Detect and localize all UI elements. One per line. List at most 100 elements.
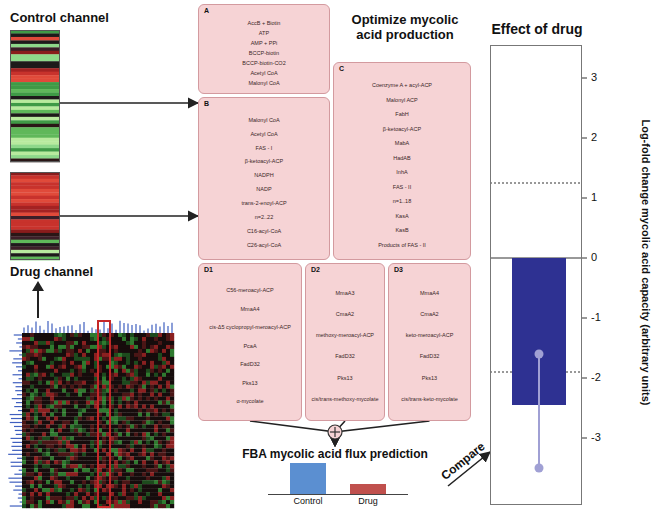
heatmap-cell <box>82 405 86 409</box>
heatmap-cell <box>46 377 50 381</box>
heatmap-cell <box>166 369 170 373</box>
heatmap-cell <box>154 353 158 357</box>
heatmap-cell <box>30 413 34 417</box>
heatmap-cell <box>70 345 74 349</box>
heatmap-cell <box>154 417 158 421</box>
heatmap-cell <box>102 424 106 428</box>
heatmap-cell <box>86 460 90 464</box>
dendrogram-branch <box>111 324 112 333</box>
heatmap-cell <box>22 432 26 436</box>
heatmap-cell <box>146 417 150 421</box>
heatmap-row <box>10 106 60 110</box>
heatmap-cell <box>54 385 58 389</box>
heatmap-cell <box>142 409 146 413</box>
heatmap-cell <box>58 464 62 468</box>
heatmap-cell <box>30 476 34 480</box>
dendrogram-branch <box>16 366 22 367</box>
heatmap-cell <box>134 432 138 436</box>
selection-arrow <box>37 289 39 318</box>
heatmap-row <box>10 134 60 138</box>
heatmap-cell <box>30 377 34 381</box>
heatmap-cell <box>122 357 126 361</box>
heatmap-cell <box>118 448 122 452</box>
heatmap-cell <box>158 500 162 504</box>
heatmap-cell <box>170 460 174 464</box>
heatmap-cell <box>54 432 58 436</box>
heatmap-cell <box>134 401 138 405</box>
heatmap-cell <box>42 500 46 504</box>
heatmap-cell <box>146 480 150 484</box>
heatmap-cell <box>82 373 86 377</box>
heatmap-cell <box>26 456 30 460</box>
heatmap-cell <box>158 353 162 357</box>
heatmap-cell <box>162 488 166 492</box>
heatmap-cell <box>62 413 66 417</box>
heatmap-cell <box>46 349 50 353</box>
heatmap-cell <box>30 353 34 357</box>
heatmap-cell <box>146 424 150 428</box>
heatmap-cell <box>138 357 142 361</box>
pathway-label: C26-acyl-CoA <box>247 242 281 248</box>
heatmap-cell <box>142 432 146 436</box>
pathway-label: n=2..22 <box>255 214 274 220</box>
heatmap-cell <box>102 417 106 421</box>
heatmap-cell <box>42 397 46 401</box>
heatmap-cell <box>86 345 90 349</box>
heatmap-cell <box>78 464 82 468</box>
heatmap-cell <box>46 496 50 500</box>
heatmap-cell <box>126 428 130 432</box>
heatmap-cell <box>150 389 154 393</box>
heatmap-cell <box>62 341 66 345</box>
heatmap-cell <box>74 472 78 476</box>
heatmap-row <box>10 189 60 193</box>
heatmap-cell <box>26 397 30 401</box>
heatmap-cell <box>142 440 146 444</box>
heatmap-cell <box>170 377 174 381</box>
heatmap-cell <box>70 389 74 393</box>
heatmap-cell <box>50 504 54 508</box>
dendrogram-branch <box>12 362 22 363</box>
tick-label: -1 <box>591 311 601 324</box>
dendrogram-branch <box>119 321 120 333</box>
heatmap-cell <box>150 432 154 436</box>
heatmap-cell <box>90 436 94 440</box>
heatmap-cell <box>38 480 42 484</box>
heatmap-cell <box>82 389 86 393</box>
heatmap-cell <box>102 393 106 397</box>
heatmap-cell <box>30 397 34 401</box>
heatmap-cell <box>142 357 146 361</box>
heatmap-cell <box>126 484 130 488</box>
heatmap-cell <box>130 401 134 405</box>
dendrogram-branch <box>87 331 88 333</box>
heatmap-row <box>10 209 60 213</box>
heatmap-cell <box>26 365 30 369</box>
heatmap-cell <box>118 464 122 468</box>
tick-label: -2 <box>591 371 601 384</box>
heatmap-cell <box>118 492 122 496</box>
heatmap-cell <box>154 472 158 476</box>
heatmap-row <box>10 89 60 93</box>
heatmap-cell <box>162 452 166 456</box>
heatmap-cell <box>46 353 50 357</box>
heatmap-cell <box>146 492 150 496</box>
heatmap-cell <box>86 349 90 353</box>
heatmap-cell <box>162 492 166 496</box>
heatmap-cell <box>114 373 118 377</box>
heatmap-cell <box>70 492 74 496</box>
range-dot <box>535 464 544 473</box>
heatmap-cell <box>150 345 154 349</box>
heatmap-cell <box>66 484 70 488</box>
heatmap-cell <box>82 488 86 492</box>
heatmap-cell <box>150 349 154 353</box>
heatmap-cell <box>130 349 134 353</box>
heatmap-cell <box>146 428 150 432</box>
heatmap-cell <box>138 496 142 500</box>
heatmap-cell <box>158 464 162 468</box>
heatmap-cell <box>58 353 62 357</box>
heatmap-cell <box>50 381 54 385</box>
dendrogram-branch <box>123 323 124 333</box>
heatmap-cell <box>134 480 138 484</box>
heatmap-cell <box>66 377 70 381</box>
heatmap-cell <box>134 504 138 508</box>
heatmap-cell <box>86 373 90 377</box>
